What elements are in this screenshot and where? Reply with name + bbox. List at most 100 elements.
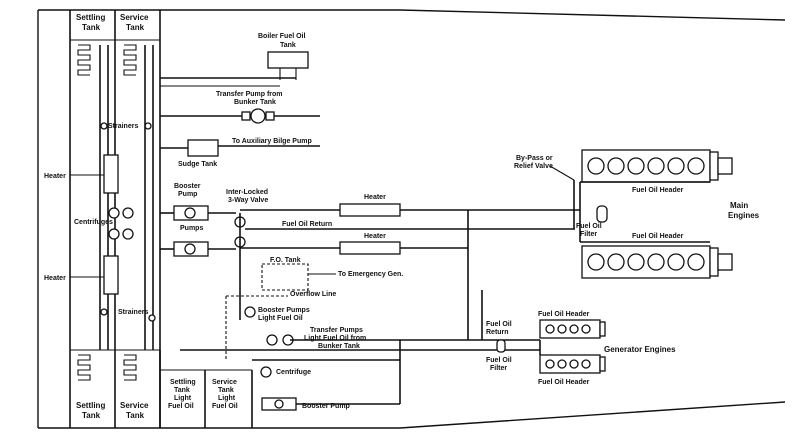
- booster-pumps-light-label-2: Light Fuel Oil: [258, 315, 303, 322]
- main-engines-label-1: Main: [730, 201, 748, 210]
- booster-pump-lower-rotor: [184, 243, 196, 255]
- strainer-bottom-1: [100, 308, 108, 316]
- generator-engines-label: Generator Engines: [604, 345, 676, 354]
- settling-light-label-4: Fuel Oil: [168, 403, 194, 410]
- fuel-oil-header-top-label: Fuel Oil Header: [632, 187, 684, 194]
- transfer-pump-motor-right: [265, 111, 275, 121]
- heater-mid-bottom: [339, 241, 401, 255]
- centrifuge-3: [108, 228, 120, 240]
- main-engine-bottom-flywheel: [709, 247, 719, 277]
- service-tank-top-label-2: Tank: [126, 23, 145, 32]
- fuel-oil-filter-main: [596, 205, 608, 223]
- service-light-label-4: Fuel Oil: [212, 403, 238, 410]
- fuel-oil-filter-main-label-2: Filter: [580, 231, 597, 238]
- bypass-label-1: By-Pass or: [516, 155, 553, 162]
- fo-tank-label: F.O. Tank: [270, 257, 301, 264]
- transfer-pumps-light-label-1: Transfer Pumps: [310, 327, 363, 334]
- overflow-line-label: Overflow Line: [290, 291, 336, 298]
- transfer-pumps-light-label-2: Light Fuel Oil from: [304, 335, 366, 342]
- transfer-pump-bunker-label-2: Bunker Tank: [234, 99, 276, 106]
- fuel-oil-header-gen-top-label: Fuel Oil Header: [538, 311, 590, 318]
- fuel-oil-filter-main-label-1: Fuel Oil: [576, 223, 602, 230]
- heater-left-bottom-label: Heater: [44, 275, 66, 282]
- main-engines-label-2: Engines: [728, 211, 760, 220]
- sludge-tank-label: Sudge Tank: [178, 161, 217, 168]
- settling-tank-top-label-1: Settling: [76, 13, 105, 22]
- generator-engine-bottom-cylinders: [545, 359, 591, 369]
- service-light-label-1: Service: [212, 379, 237, 386]
- main-engine-top-cylinders: [587, 157, 705, 175]
- fo-tank-emergency: [261, 263, 309, 291]
- main-engine-bottom-cylinders: [587, 253, 705, 271]
- fuel-oil-return-right-label-1: Fuel Oil: [486, 321, 512, 328]
- settling-light-label-2: Tank: [174, 387, 190, 394]
- heater-mid-top: [339, 203, 401, 217]
- heater-mid-bottom-label: Heater: [364, 233, 386, 240]
- fuel-oil-return-right-label-2: Return: [486, 329, 509, 336]
- boiler-fuel-oil-tank: [267, 51, 309, 69]
- main-engine-bottom-coupling: [717, 253, 733, 271]
- heating-coil-top: [77, 44, 137, 76]
- transfer-pump-motor-left: [241, 111, 251, 121]
- service-tank-bottom-label-1: Service: [120, 401, 149, 410]
- service-tank-bottom-label-2: Tank: [126, 411, 145, 420]
- hull-outline-top: [38, 9, 786, 21]
- fuel-oil-filter-gen-label-1: Fuel Oil: [486, 357, 512, 364]
- settling-tank-bottom-label-1: Settling: [76, 401, 105, 410]
- service-light-label-2: Tank: [218, 387, 234, 394]
- boiler-fuel-oil-tank-label-1: Boiler Fuel Oil: [258, 33, 306, 40]
- transfer-pumps-light-label-3: Bunker Tank: [318, 343, 360, 350]
- strainers-top-label: Strainers: [108, 123, 138, 130]
- fuel-oil-filter-gen-label-2: Filter: [490, 365, 507, 372]
- centrifuge-1: [108, 207, 120, 219]
- interlocked-valve-label-2: 3-Way Valve: [228, 197, 268, 204]
- booster-pump-upper-rotor: [184, 207, 196, 219]
- heater-left-bottom: [103, 255, 119, 295]
- transfer-pump-bunker-label-1: Transfer Pump from: [216, 91, 283, 98]
- fuel-oil-header-gen-bottom-label: Fuel Oil Header: [538, 379, 590, 386]
- transfer-pump-bunker: [250, 108, 266, 124]
- hull-outline-bottom: [38, 401, 786, 429]
- strainer-top-2: [144, 122, 152, 130]
- boiler-fuel-oil-tank-label-2: Tank: [280, 42, 296, 49]
- fuel-oil-filter-gen: [496, 339, 506, 353]
- pumps-label: Pumps: [180, 225, 203, 232]
- strainer-top-1: [100, 122, 108, 130]
- settling-light-label-3: Light: [174, 395, 192, 402]
- main-engine-top-flywheel: [709, 151, 719, 181]
- centrifuge-2: [122, 207, 134, 219]
- booster-pump-label-1: Booster: [174, 183, 201, 190]
- vertical-main-pipes: [99, 45, 154, 350]
- settling-tank-top-label-2: Tank: [82, 23, 101, 32]
- booster-pump-bottom-label: Booster Pump: [302, 403, 350, 410]
- centrifuges-label: Centrifuges: [74, 219, 113, 226]
- centrifuge-light: [260, 366, 272, 378]
- to-emergency-gen-label: To Emergency Gen.: [338, 271, 403, 278]
- main-engine-top-coupling: [717, 157, 733, 175]
- service-light-label-3: Light: [218, 395, 236, 402]
- booster-pumps-light-label-1: Booster Pumps: [258, 307, 310, 314]
- interlocked-valve-label-1: Inter-Locked: [226, 189, 268, 196]
- strainers-bottom-label: Strainers: [118, 309, 148, 316]
- service-tank-top-label-1: Service: [120, 13, 149, 22]
- bypass-leader: [549, 165, 575, 181]
- booster-pump-bottom-rotor: [274, 399, 284, 409]
- heating-coil-bottom: [77, 354, 137, 381]
- to-auxiliary-bilge-pump-label: To Auxiliary Bilge Pump: [232, 138, 312, 145]
- settling-tank-bottom-label-2: Tank: [82, 411, 101, 420]
- generator-top-flywheel: [599, 321, 606, 337]
- booster-pump-light: [244, 306, 256, 318]
- fuel-oil-header-bottom-label: Fuel Oil Header: [632, 233, 684, 240]
- generator-bottom-flywheel: [599, 356, 606, 372]
- settling-light-label-1: Settling: [170, 379, 196, 386]
- bypass-label-2: Relief Valve: [514, 163, 553, 170]
- sludge-tank: [187, 139, 219, 157]
- booster-pump-label-2: Pump: [178, 191, 197, 198]
- generator-engine-top-cylinders: [545, 324, 591, 334]
- heater-left-top-label: Heater: [44, 173, 66, 180]
- strainer-bottom-2: [148, 314, 156, 322]
- centrifuge-4: [122, 228, 134, 240]
- centrifuge-label: Centrifuge: [276, 369, 311, 376]
- heater-left-top: [103, 154, 119, 194]
